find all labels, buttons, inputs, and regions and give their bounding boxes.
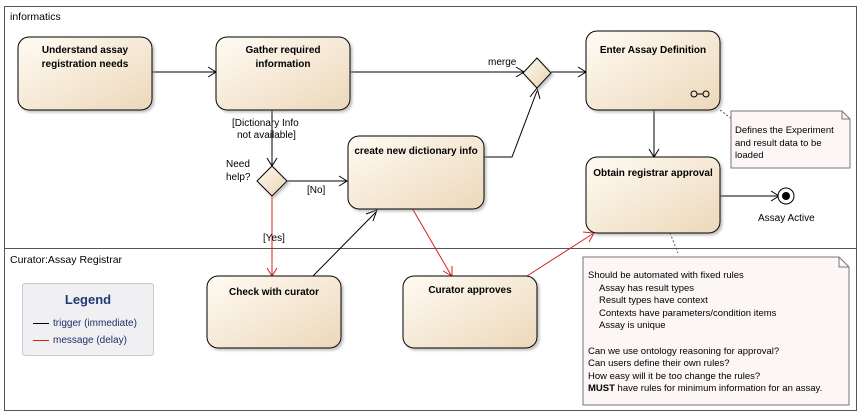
- legend: Legend trigger (immediate) message (dela…: [22, 283, 154, 356]
- note-rules-line: Assay has result types: [599, 282, 695, 294]
- partition-informatics-label: informatics: [10, 11, 61, 23]
- guard-yes: [Yes]: [263, 233, 285, 244]
- note-rules-line: Should be automated with fixed rules: [588, 270, 744, 281]
- legend-title: Legend: [64, 292, 112, 307]
- note-rules-line: Result types have context: [599, 295, 708, 307]
- note-rules-line: Contexts have parameters/condition items: [599, 307, 777, 319]
- activity-gather-line2: information: [256, 59, 311, 70]
- guard-dictionary-line2: not available]: [237, 130, 296, 141]
- decision-node: [256, 165, 288, 197]
- message-approves-to-obtain: [526, 232, 595, 277]
- guard-no: [No]: [307, 185, 326, 196]
- activity-understand-line2: registration needs: [42, 59, 129, 70]
- activity-enter-label: Enter Assay Definition: [600, 45, 706, 56]
- subactivity-icon: [690, 90, 710, 98]
- note-rules-emphasis: MUST: [588, 383, 615, 395]
- activity-understand-line1: Understand assay: [42, 45, 129, 56]
- merge-label: merge: [488, 57, 517, 68]
- note-rules-line-last: MUST have rules for minimum information …: [588, 383, 822, 396]
- legend-trigger-label: trigger (immediate): [53, 318, 137, 329]
- partition-curator-label: Curator:Assay Registrar: [10, 254, 123, 266]
- note-definition: [730, 110, 851, 169]
- note-rules-line: How easy will it be too change the rules…: [588, 370, 761, 382]
- activity-understand: [17, 36, 153, 111]
- message-create-to-approves: [411, 207, 452, 276]
- activity-enter: [585, 30, 721, 111]
- flow-check-to-create: [311, 211, 377, 278]
- note-definition-line: loaded: [735, 150, 764, 162]
- legend-message-label: message (delay): [53, 335, 127, 346]
- legend-message-swatch: [33, 339, 49, 341]
- note-definition-text: Defines the Experiment and result data t…: [735, 125, 834, 163]
- arrowhead: [365, 209, 378, 222]
- final-node-label: Assay Active: [758, 213, 815, 224]
- guard-dictionary-line1: [Dictionary Info: [232, 118, 299, 129]
- note-rules-line: Assay is unique: [599, 320, 666, 332]
- note-anchor-rules: [669, 232, 679, 254]
- note-rules-line: Can users define their own rules?: [588, 358, 730, 370]
- note-rules-line: Can we use ontology reasoning for approv…: [588, 345, 780, 357]
- note-rules-line: [588, 333, 822, 346]
- merge-node: [522, 57, 552, 89]
- final-node-dot: [782, 192, 790, 200]
- legend-trigger-swatch: [33, 322, 49, 324]
- activity-check-label: Check with curator: [229, 287, 319, 298]
- activity-gather-line1: Gather required: [245, 45, 320, 56]
- activity-approves: [402, 275, 538, 349]
- activity-obtain: [585, 156, 721, 234]
- connector-part: [841, 111, 850, 120]
- activity-create: [347, 135, 485, 210]
- connector-part: [838, 257, 849, 268]
- decision-label-line2: help?: [226, 172, 251, 183]
- note-rules-line-last-rest: have rules for minimum information for a…: [614, 383, 823, 395]
- note-rules: [582, 256, 850, 406]
- activity-gather: [215, 36, 351, 111]
- decision-label-line1: Need: [226, 159, 250, 170]
- legend-trigger: trigger (immediate): [33, 318, 137, 329]
- legend-message: message (delay): [33, 335, 127, 346]
- activity-check: [206, 275, 342, 349]
- flow-create-to-merge: [484, 90, 538, 158]
- arrowhead: [338, 175, 348, 187]
- activity-create-label: create new dictionary info: [354, 146, 477, 157]
- activity-obtain-label: Obtain registrar approval: [593, 168, 713, 179]
- note-definition-line: and result data to be: [735, 137, 822, 149]
- activity-approves-label: Curator approves: [428, 285, 512, 296]
- swimlane-frame: [4, 6, 857, 411]
- note-definition-line: Defines the Experiment: [735, 125, 834, 136]
